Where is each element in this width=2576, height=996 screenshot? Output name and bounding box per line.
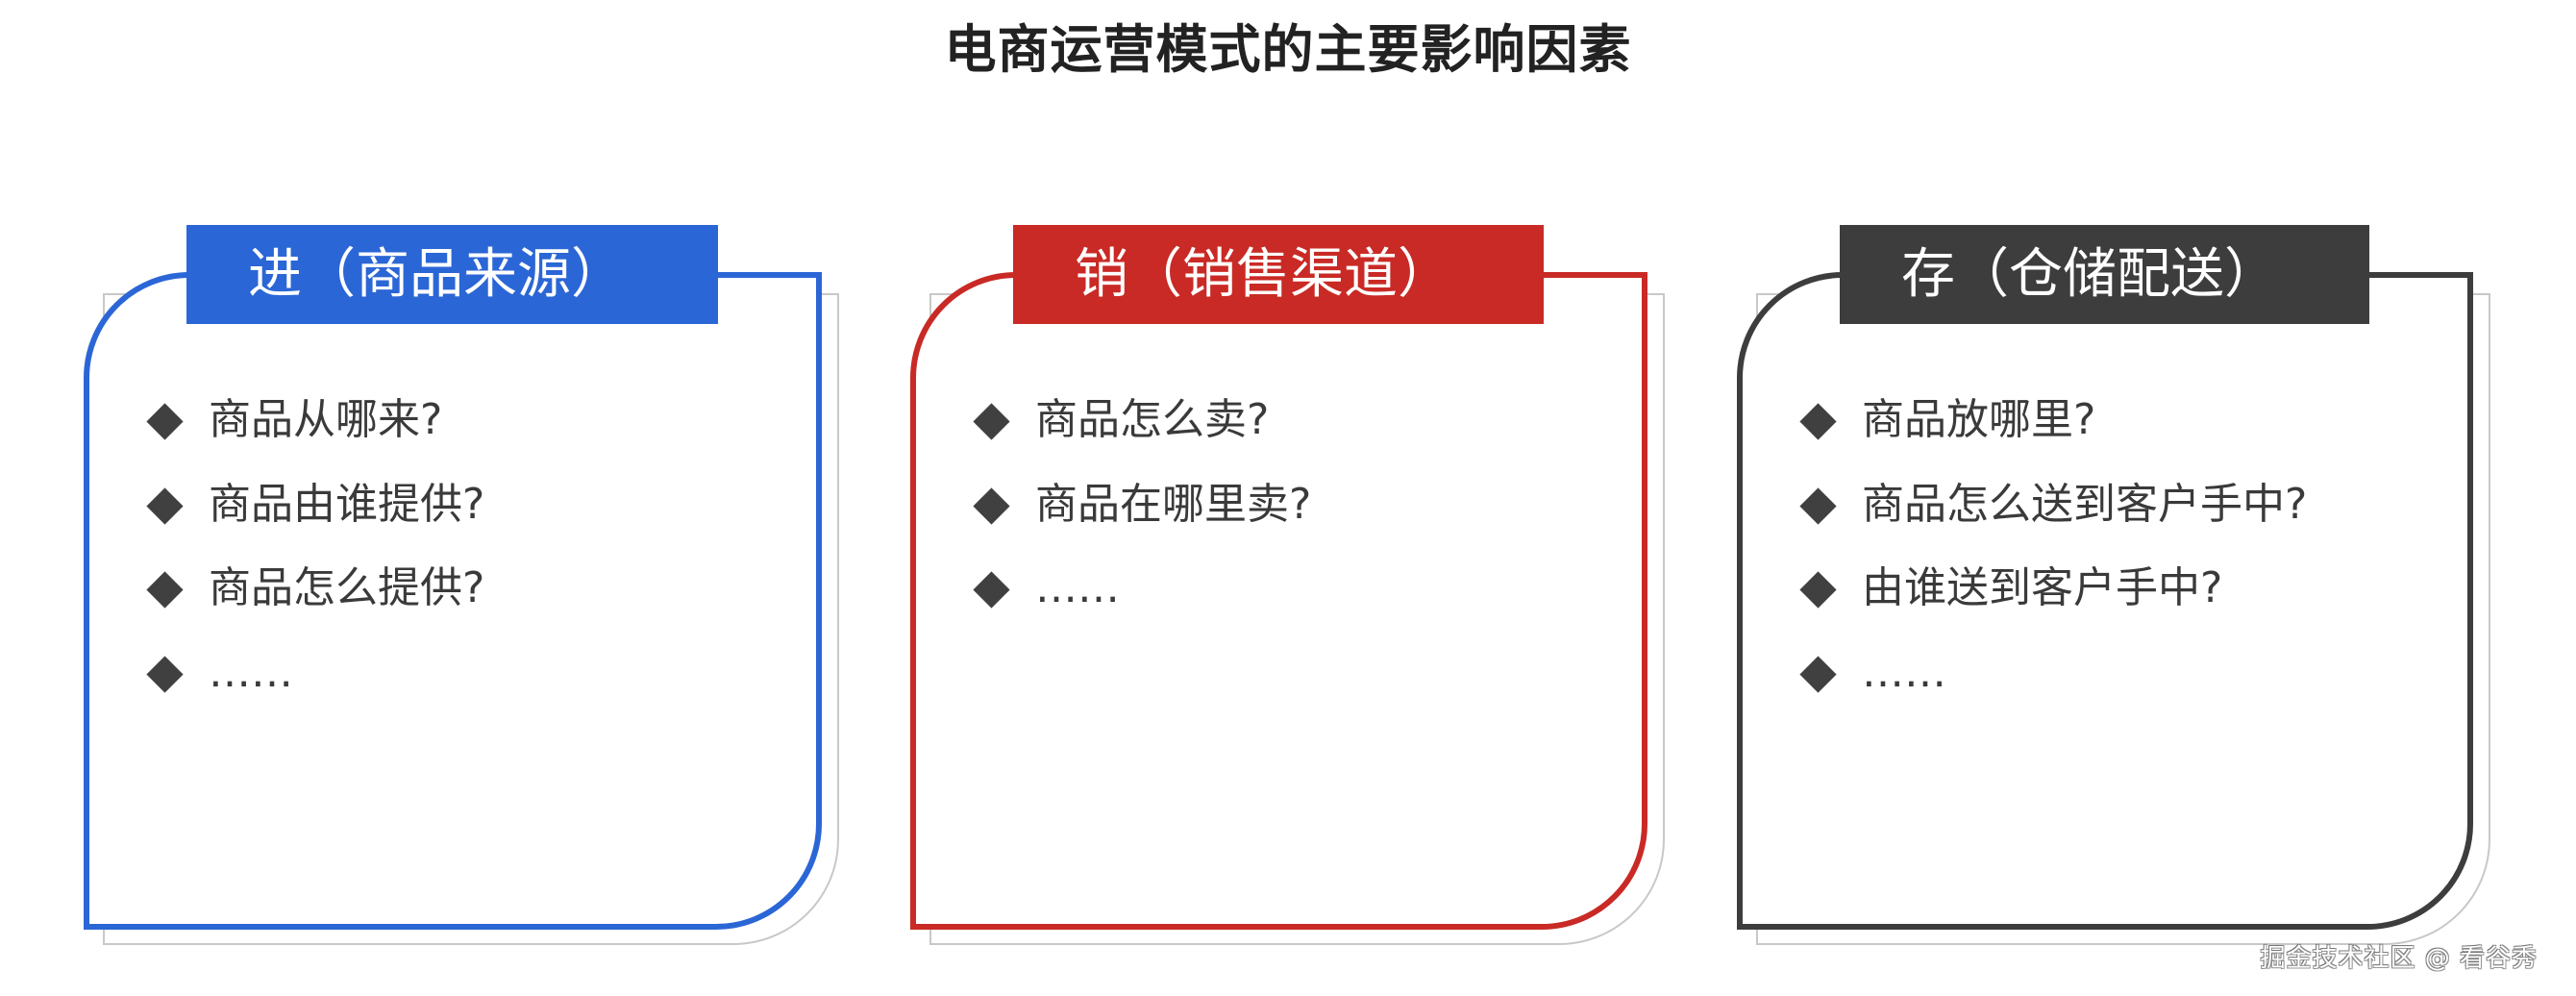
card-header-label: 销（销售渠道） — [1075, 243, 1451, 306]
diamond-bullet-icon — [145, 655, 182, 691]
list-item-text: 商品怎么送到客户手中? — [1862, 480, 2308, 529]
list-item: 商品怎么提供? — [145, 560, 484, 617]
list-item-text: …… — [209, 648, 293, 697]
diamond-bullet-icon — [972, 486, 1008, 523]
diamond-bullet-icon — [1798, 486, 1835, 523]
diamond-bullet-icon — [1798, 655, 1835, 691]
list-item: 商品从哪来? — [145, 391, 442, 449]
list-item-text: …… — [1035, 563, 1120, 612]
card-header: 进（商品来源） — [186, 225, 718, 324]
card-sales: 销（销售渠道） 商品怎么卖? 商品在哪里卖? …… — [910, 225, 1665, 945]
diamond-bullet-icon — [1798, 570, 1835, 607]
list-item-text: 商品怎么卖? — [1035, 395, 1270, 444]
list-item-text: 商品怎么提供? — [209, 563, 485, 612]
card-header: 销（销售渠道） — [1013, 225, 1544, 324]
card-header-label: 进（商品来源） — [248, 243, 625, 306]
diamond-bullet-icon — [1798, 402, 1835, 438]
list-item: 商品放哪里? — [1798, 391, 2095, 449]
diagram-title: 电商运营模式的主要影响因素 — [944, 19, 1632, 80]
list-item: …… — [1798, 644, 1946, 702]
diamond-bullet-icon — [145, 570, 182, 607]
list-item: 商品怎么卖? — [972, 391, 1269, 449]
card-frame — [1737, 272, 2473, 930]
list-item: 由谁送到客户手中? — [1798, 560, 2222, 617]
list-item: 商品由谁提供? — [145, 476, 484, 534]
card-header: 存（仓储配送） — [1840, 225, 2369, 324]
diamond-bullet-icon — [145, 402, 182, 438]
card-storage: 存（仓储配送） 商品放哪里? 商品怎么送到客户手中? 由谁送到客户手中? …… — [1737, 225, 2490, 945]
diamond-bullet-icon — [145, 486, 182, 523]
watermark: 掘金技术社区 @ 看谷秀 — [2260, 944, 2538, 973]
list-item-text: 商品由谁提供? — [209, 480, 485, 529]
list-item-text: 商品从哪来? — [209, 395, 443, 444]
list-item-text: 商品在哪里卖? — [1035, 480, 1312, 529]
list-item-text: …… — [1862, 648, 1946, 697]
card-purchase: 进（商品来源） 商品从哪来? 商品由谁提供? 商品怎么提供? …… — [84, 225, 839, 945]
diamond-bullet-icon — [972, 402, 1008, 438]
card-frame — [84, 272, 822, 930]
list-item: …… — [145, 644, 293, 702]
card-header-label: 存（仓储配送） — [1901, 243, 2278, 306]
list-item: 商品在哪里卖? — [972, 476, 1311, 534]
list-item: …… — [972, 560, 1120, 617]
list-item-text: 由谁送到客户手中? — [1862, 563, 2223, 612]
list-item: 商品怎么送到客户手中? — [1798, 476, 2307, 534]
list-item-text: 商品放哪里? — [1862, 395, 2096, 444]
diamond-bullet-icon — [972, 570, 1008, 607]
